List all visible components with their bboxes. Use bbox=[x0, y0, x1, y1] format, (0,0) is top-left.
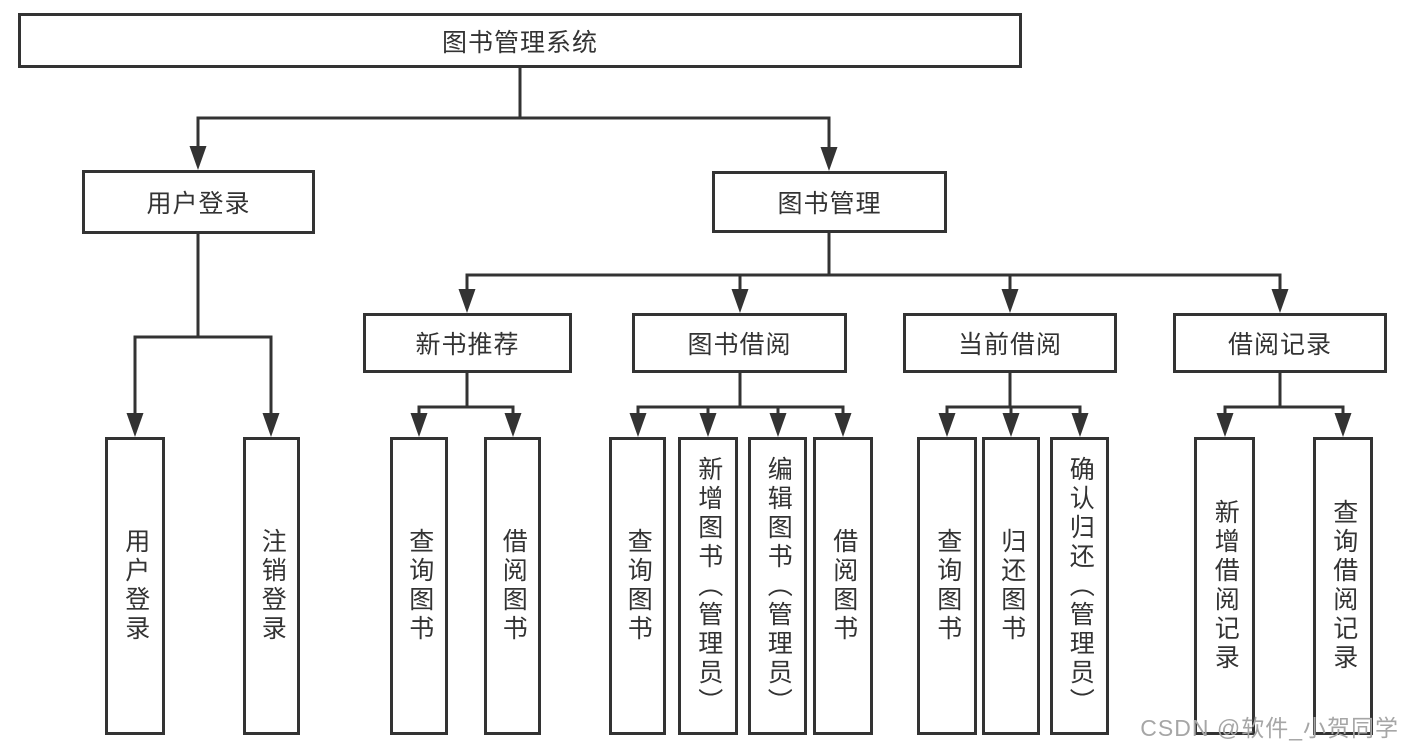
leaf-cb-query-books: 查询图书 bbox=[917, 437, 977, 735]
node-new-book-recommend-label: 新书推荐 bbox=[415, 331, 520, 359]
leaf-bb-edit-books: 编辑图书（管理员） bbox=[748, 437, 807, 735]
tree-edges bbox=[133, 68, 1345, 415]
leaf-bb-query-books-label: 查询图书 bbox=[624, 528, 653, 644]
node-borrowing-records: 借阅记录 bbox=[1173, 313, 1387, 373]
leaf-nbr-borrow-books: 借阅图书 bbox=[484, 437, 541, 735]
leaf-bb-add-books-label: 新增图书（管理员） bbox=[694, 455, 723, 717]
leaf-bb-borrow-books: 借阅图书 bbox=[813, 437, 873, 735]
csdn-watermark: CSDN @软件_小贺同学 bbox=[1140, 715, 1399, 741]
node-user-login-label: 用户登录 bbox=[146, 190, 251, 218]
node-user-login: 用户登录 bbox=[82, 170, 315, 234]
node-current-borrowing: 当前借阅 bbox=[903, 313, 1117, 373]
node-borrowing-records-label: 借阅记录 bbox=[1227, 331, 1332, 359]
leaf-bb-query-books: 查询图书 bbox=[609, 437, 666, 735]
node-book-management: 图书管理 bbox=[712, 171, 947, 233]
leaf-br-add-record: 新增借阅记录 bbox=[1194, 437, 1255, 735]
leaf-cb-confirm-return-label: 确认归还（管理员） bbox=[1066, 455, 1095, 717]
leaf-bb-borrow-books-label: 借阅图书 bbox=[829, 528, 858, 644]
leaf-user-login: 用户登录 bbox=[105, 437, 165, 735]
leaf-bb-edit-books-label: 编辑图书（管理员） bbox=[764, 455, 793, 717]
leaf-nbr-query-books: 查询图书 bbox=[390, 437, 448, 735]
leaf-br-add-record-label: 新增借阅记录 bbox=[1211, 499, 1240, 673]
node-book-borrowing-label: 图书借阅 bbox=[687, 331, 792, 359]
leaf-logout: 注销登录 bbox=[243, 437, 300, 735]
node-new-book-recommend: 新书推荐 bbox=[363, 313, 572, 373]
node-current-borrowing-label: 当前借阅 bbox=[957, 331, 1062, 359]
leaf-cb-confirm-return: 确认归还（管理员） bbox=[1050, 437, 1109, 735]
leaf-user-login-label: 用户登录 bbox=[121, 528, 150, 644]
leaf-cb-return-books: 归还图书 bbox=[982, 437, 1040, 735]
node-book-borrowing: 图书借阅 bbox=[632, 313, 847, 373]
leaf-bb-add-books: 新增图书（管理员） bbox=[678, 437, 738, 735]
leaf-logout-label: 注销登录 bbox=[258, 528, 287, 644]
node-root-system-label: 图书管理系统 bbox=[441, 28, 598, 57]
node-book-management-label: 图书管理 bbox=[777, 190, 882, 218]
leaf-nbr-borrow-books-label: 借阅图书 bbox=[499, 528, 528, 644]
arrowheads bbox=[126, 146, 1352, 437]
leaf-nbr-query-books-label: 查询图书 bbox=[405, 528, 434, 644]
leaf-cb-query-books-label: 查询图书 bbox=[933, 528, 962, 644]
leaf-cb-return-books-label: 归还图书 bbox=[997, 528, 1026, 644]
leaf-br-query-record: 查询借阅记录 bbox=[1313, 437, 1373, 735]
node-root-system: 图书管理系统 bbox=[18, 13, 1022, 68]
leaf-br-query-record-label: 查询借阅记录 bbox=[1329, 499, 1358, 673]
